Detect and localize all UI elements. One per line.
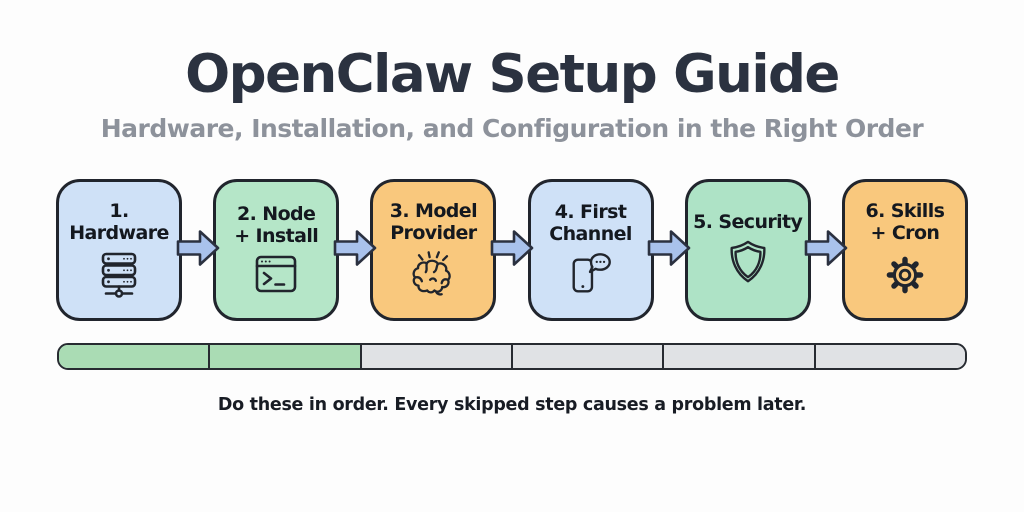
- gear-icon: [880, 250, 930, 300]
- terminal-icon: [252, 253, 300, 297]
- step-label: 3. Model Provider: [389, 199, 478, 245]
- progress-segment: [813, 344, 965, 368]
- step-card-security: 5. Security: [684, 178, 811, 321]
- phone-chat-icon: [565, 251, 617, 299]
- step-card-skills-cron: 6. Skills + Cron: [841, 178, 968, 321]
- progress-segment: [359, 344, 511, 368]
- steps-flow: 1. Hardware: [56, 178, 968, 321]
- step-card-model-provider: 3. Model Provider: [370, 178, 497, 321]
- arrow-icon: [332, 228, 378, 272]
- step-card-hardware: 1. Hardware: [56, 178, 182, 321]
- progress-segment: [208, 344, 360, 368]
- step-card-first-channel: 4. First Channel: [527, 178, 654, 321]
- step-label: 1. Hardware: [69, 199, 169, 245]
- brain-icon: [406, 250, 460, 300]
- step-label: 6. Skills + Cron: [865, 199, 945, 245]
- arrow-icon: [803, 228, 849, 272]
- server-icon: [92, 250, 146, 300]
- arrow-icon: [489, 228, 535, 272]
- step-card-node-install: 2. Node + Install: [213, 178, 340, 321]
- arrow-icon: [175, 228, 221, 272]
- arrow-icon: [646, 228, 692, 272]
- progress-segment: [59, 344, 209, 368]
- step-label: 4. First Channel: [549, 200, 632, 246]
- shield-icon: [725, 238, 771, 288]
- progress-segment: [510, 344, 663, 368]
- progress-bar: [57, 342, 967, 370]
- progress-segment: [662, 344, 814, 368]
- footer-note: Do these in order. Every skipped step ca…: [217, 394, 807, 415]
- header: OpenClaw Setup Guide Hardware, Installat…: [0, 0, 1024, 143]
- step-label: 5. Security: [693, 211, 803, 234]
- page-subtitle: Hardware, Installation, and Configuratio…: [100, 114, 924, 144]
- step-label: 2. Node + Install: [234, 202, 319, 248]
- page-title: OpenClaw Setup Guide: [185, 44, 840, 105]
